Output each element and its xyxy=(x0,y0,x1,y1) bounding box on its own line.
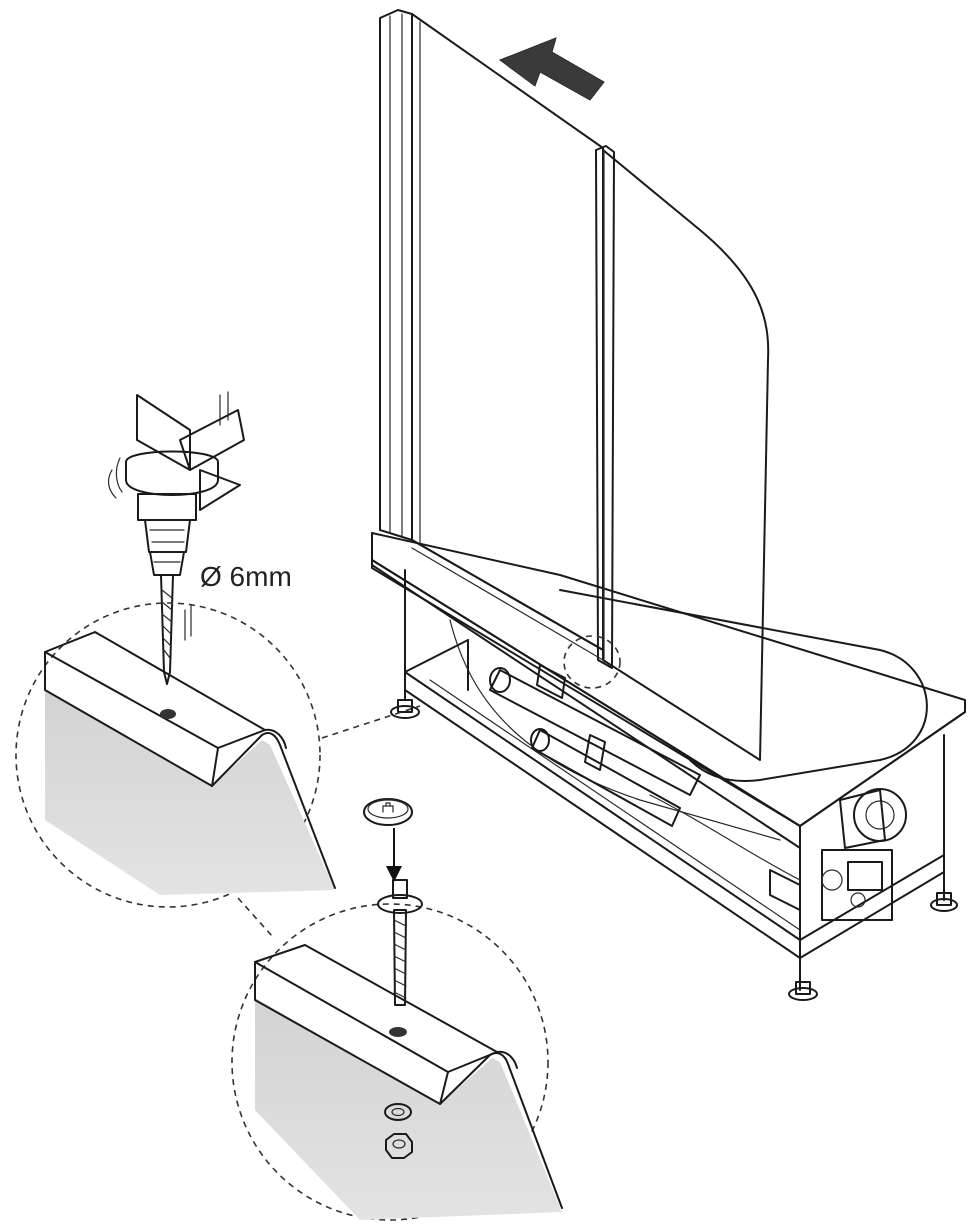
bolt-icon xyxy=(377,879,423,1006)
arrow-down-icon xyxy=(386,866,402,882)
plumbing-pipes xyxy=(489,664,801,911)
drill-location-marker xyxy=(563,635,621,689)
cover-cap xyxy=(363,798,413,826)
pump-motor xyxy=(821,788,907,921)
detail-circle-bolting xyxy=(231,903,563,1221)
drill-icon xyxy=(107,391,245,685)
detail-circle-drilling xyxy=(15,602,336,908)
drill-diameter-label: Ø 6mm xyxy=(200,561,292,592)
washer-icon xyxy=(384,1103,412,1121)
nut-icon xyxy=(385,1133,413,1159)
shower-screen xyxy=(379,9,770,761)
bathtub-frame xyxy=(371,532,966,1001)
arrow-left-icon xyxy=(498,37,605,101)
leader-line-2 xyxy=(237,897,273,937)
leader-line-1 xyxy=(321,705,421,739)
